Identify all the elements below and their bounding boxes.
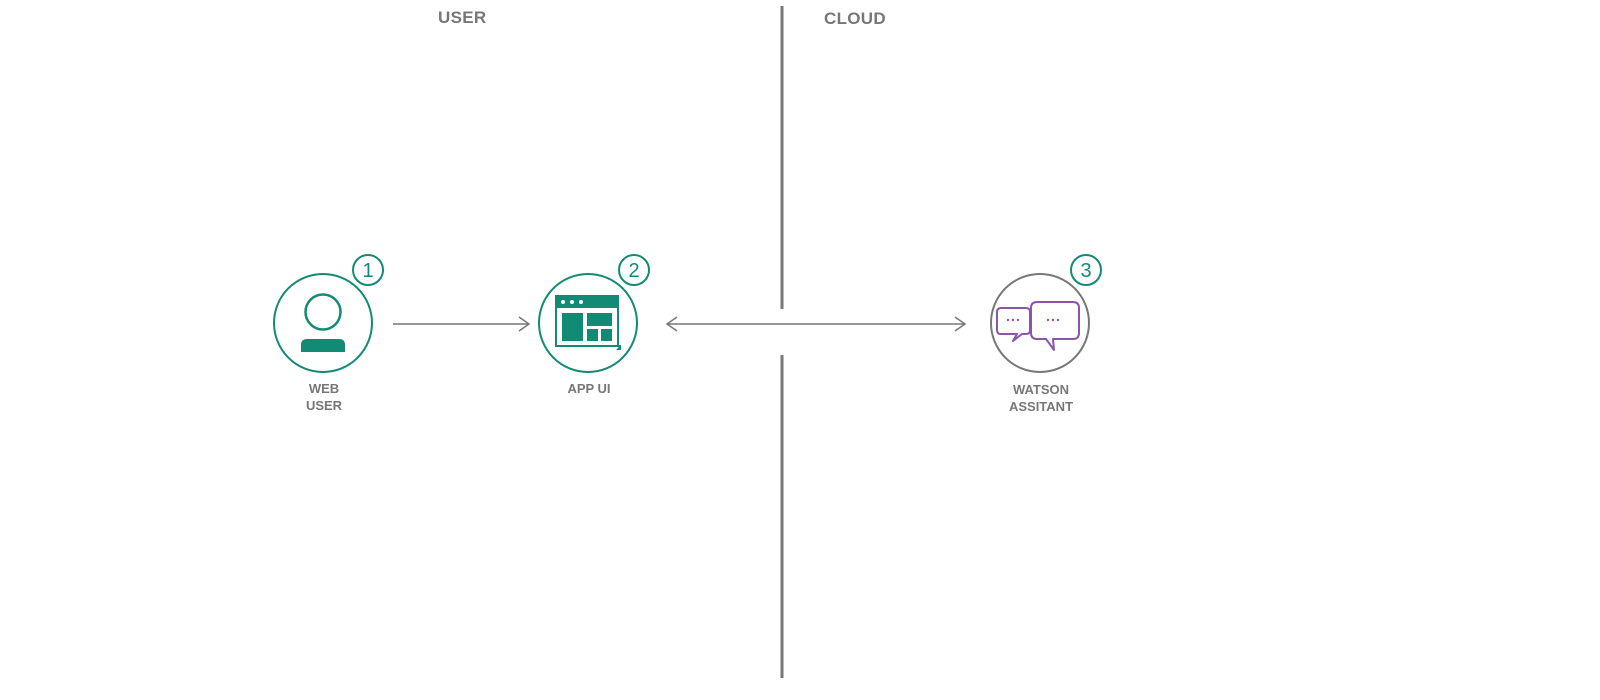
node-label-app-ui: APP UI bbox=[529, 380, 649, 397]
step-badge-1: 1 bbox=[352, 254, 384, 286]
node-label-line: WATSON bbox=[1012, 382, 1070, 397]
step-number-2: 2 bbox=[628, 260, 639, 282]
step-badge-3: 3 bbox=[1070, 254, 1102, 286]
zone-label-user: USER bbox=[438, 8, 487, 27]
step-number-1: 1 bbox=[362, 260, 373, 282]
node-app-ui bbox=[538, 273, 638, 373]
step-number-3: 3 bbox=[1080, 260, 1091, 282]
step-badge-2: 2 bbox=[618, 254, 650, 286]
zone-label-cloud: CLOUD bbox=[824, 9, 886, 28]
chat-bubbles-icon bbox=[996, 301, 1080, 351]
person-icon bbox=[301, 293, 345, 352]
node-label-line: ASSITANT bbox=[1008, 399, 1074, 414]
node-label-line: USER bbox=[305, 398, 343, 413]
node-label-line: WEB bbox=[308, 381, 340, 396]
node-web-user bbox=[273, 273, 373, 373]
node-label-web-user: WEB USER bbox=[264, 380, 384, 414]
node-label-watson-assistant: WATSON ASSITANT bbox=[981, 381, 1101, 415]
arrow-user-to-app bbox=[393, 316, 531, 332]
node-watson-assistant bbox=[990, 273, 1090, 373]
browser-window-icon bbox=[555, 295, 621, 350]
arrow-app-watson-bidirectional bbox=[665, 316, 967, 332]
node-label-line: APP UI bbox=[567, 381, 611, 396]
